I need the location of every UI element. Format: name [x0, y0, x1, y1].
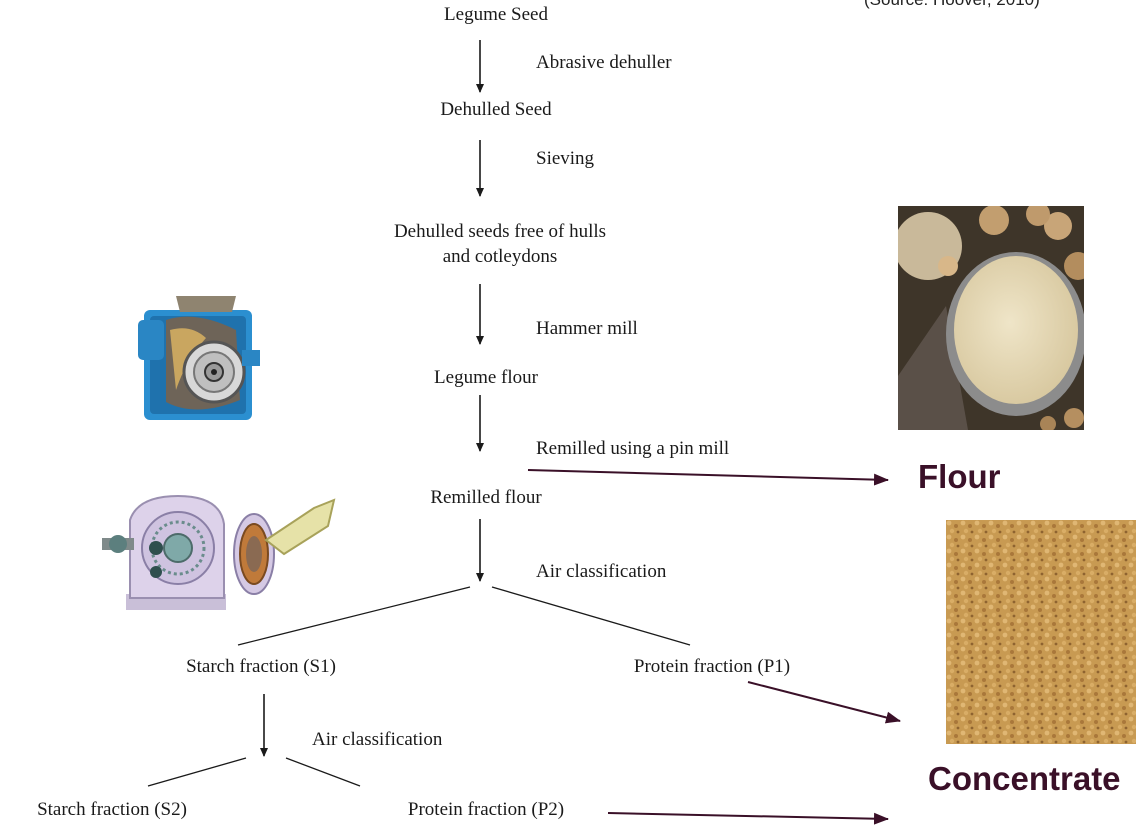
hammer-mill-image: [138, 296, 260, 420]
node-starch-s2: Starch fraction (S2): [37, 799, 187, 820]
step-sieving: Sieving: [536, 148, 595, 169]
step-air-classification-2: Air classification: [312, 729, 443, 750]
step-abrasive-dehuller: Abrasive dehuller: [536, 52, 672, 73]
product-concentrate-label: Concentrate: [928, 760, 1121, 797]
step-pin-mill: Remilled using a pin mill: [536, 438, 730, 459]
arrow-p2-to-concentrate: [607, 812, 889, 825]
branch-to-p2: [285, 757, 361, 787]
node-dehulled-free-line2: and cotleydons: [442, 246, 558, 267]
product-flour-label: Flour: [918, 458, 1001, 495]
branch-to-s1: [237, 586, 471, 646]
node-protein-p1: Protein fraction (P1): [633, 656, 791, 677]
step-air-classification-1: Air classification: [536, 561, 667, 582]
flour-photo: [898, 206, 1084, 430]
node-legume-seed: Legume Seed: [444, 4, 548, 25]
pin-mill-image: [102, 494, 336, 610]
arrow-p1-to-concentrate: [747, 681, 901, 724]
node-dehulled-seed: Dehulled Seed: [440, 99, 552, 120]
branch-to-s2: [147, 757, 247, 787]
node-starch-s1: Starch fraction (S1): [186, 656, 336, 677]
node-remilled-flour: Remilled flour: [430, 487, 542, 508]
source-citation: (Source: Hoover, 2010): [864, 0, 1040, 10]
node-legume-flour: Legume flour: [434, 367, 538, 388]
concentrate-photo: [946, 520, 1136, 744]
branch-to-p1: [491, 586, 691, 646]
node-protein-p2: Protein fraction (P2): [407, 799, 565, 820]
node-dehulled-free-line1: Dehulled seeds free of hulls: [393, 221, 607, 242]
step-hammer-mill: Hammer mill: [536, 318, 638, 339]
arrow-to-flour: [527, 469, 889, 486]
